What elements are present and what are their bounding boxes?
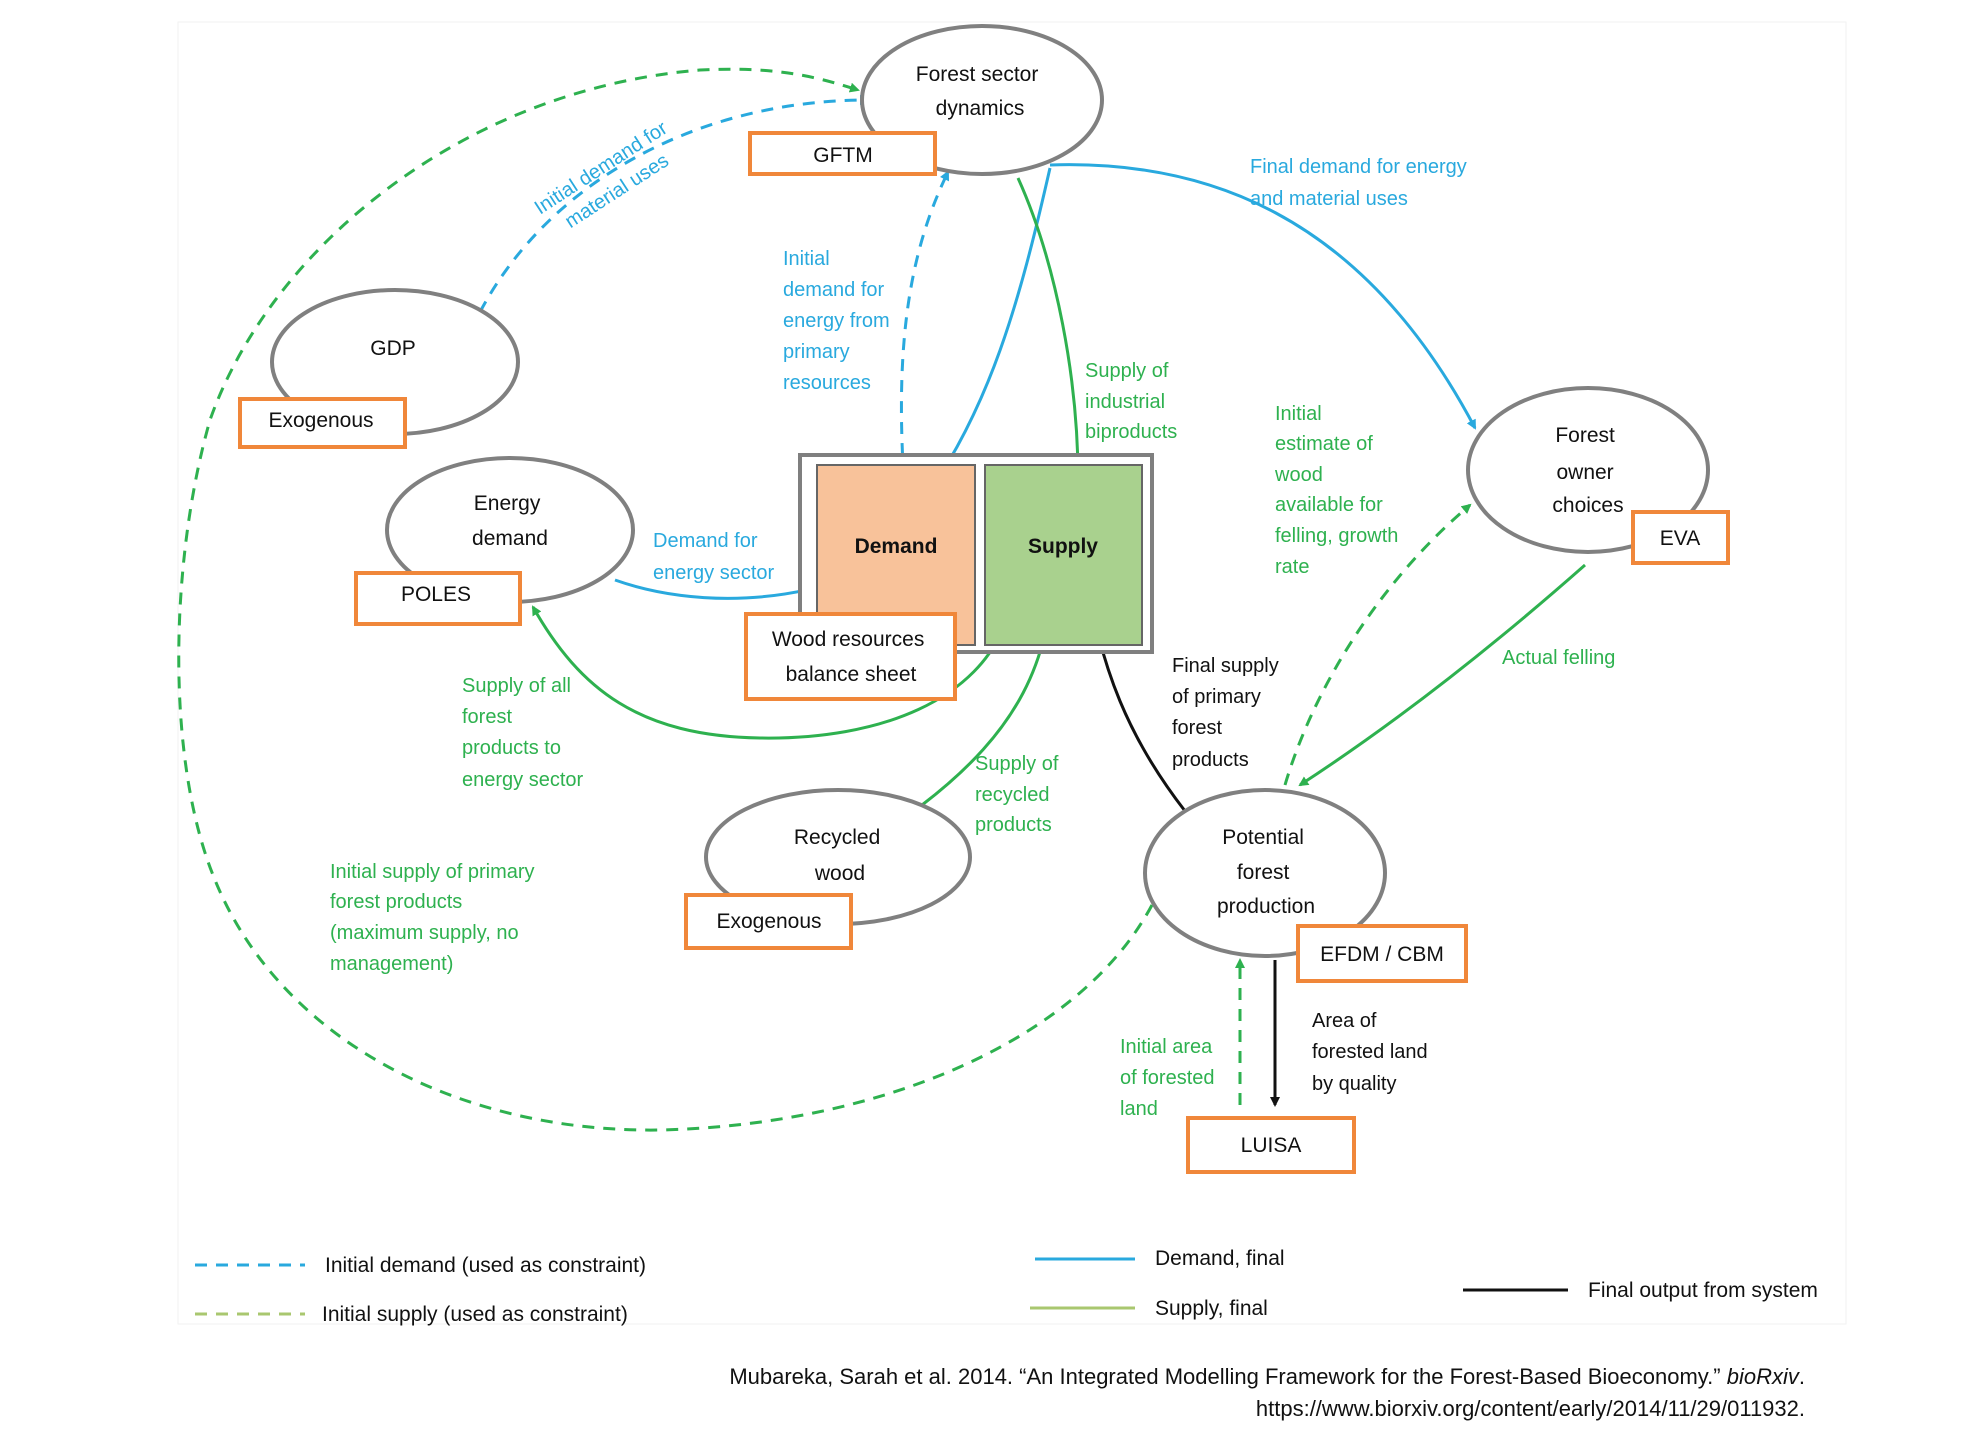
label-initial-area: Initial area of forested land xyxy=(1120,1036,1220,1120)
label-area-by-quality: Area of forested land by quality xyxy=(1312,1010,1433,1095)
citation-journal: bioRxiv xyxy=(1726,1364,1799,1389)
label-supply-recycled: Supply of recycled products xyxy=(975,753,1064,836)
balance-supply-label: Supply xyxy=(1028,535,1098,558)
box-wood-resources-balance-sheet xyxy=(744,612,957,701)
box-luisa xyxy=(1186,1116,1356,1174)
box-poles xyxy=(354,571,522,626)
label-demand-energy-sector: Demand for energy sector xyxy=(653,530,775,584)
box-label-eva: EVA xyxy=(1660,527,1700,550)
node-label-forest-sector: Forest sector dynamics xyxy=(916,63,1044,120)
node-label-energy-demand: Energy demand xyxy=(472,492,548,550)
diagram-frame xyxy=(177,21,1847,1325)
node-label-forest-owner: Forest owner choices xyxy=(1552,424,1623,517)
citation-end: . xyxy=(1798,1364,1805,1389)
box-label-exogenous-gdp: Exogenous xyxy=(268,409,373,432)
legend: Initial demand (used as constraint) Init… xyxy=(195,1247,1818,1326)
box-label-exogenous-recycled: Exogenous xyxy=(716,910,821,933)
box-label-efdm-cbm: EFDM / CBM xyxy=(1320,943,1444,966)
box-label-gftm: GFTM xyxy=(813,144,872,167)
legend-label-supply-final: Supply, final xyxy=(1155,1297,1268,1320)
node-potential-forest-production xyxy=(1143,788,1387,958)
edge-initial-demand-energy xyxy=(899,170,950,498)
label-final-demand-energy-material: Final demand for energy and material use… xyxy=(1250,156,1472,210)
legend-label-final-output: Final output from system xyxy=(1588,1279,1818,1302)
citation: Mubareka, Sarah et al. 2014. “An Integra… xyxy=(729,1361,1805,1425)
box-eva xyxy=(1631,510,1730,565)
edge-supply-industrial xyxy=(1016,177,1084,497)
legend-label-initial-demand: Initial demand (used as constraint) xyxy=(325,1254,646,1277)
label-initial-supply-primary: Initial supply of primary forest product… xyxy=(330,861,540,975)
node-label-gdp: GDP xyxy=(370,337,416,360)
box-efdm-cbm xyxy=(1296,924,1468,983)
edge-supply-all-forest xyxy=(531,605,1009,740)
legend-label-demand-final: Demand, final xyxy=(1155,1247,1285,1270)
box-exogenous-recycled xyxy=(684,893,853,950)
label-supply-all-forest: Supply of all forest products to energy … xyxy=(462,675,584,791)
citation-text: Mubareka, Sarah et al. 2014. “An Integra… xyxy=(729,1364,1727,1389)
box-gftm xyxy=(748,131,937,176)
box-label-wood-balance: Wood resources balance sheet xyxy=(772,628,930,686)
balance-supply-cell xyxy=(984,464,1143,646)
label-supply-industrial: Supply of industrial biproducts xyxy=(1085,360,1177,443)
node-label-recycled-wood: Recycled wood xyxy=(794,826,886,885)
label-initial-estimate: Initial estimate of wood available for f… xyxy=(1274,403,1404,578)
edge-initial-estimate xyxy=(1283,503,1472,786)
citation-url: https://www.biorxiv.org/content/early/20… xyxy=(1255,1396,1805,1421)
edge-actual-felling xyxy=(1298,563,1586,787)
label-final-supply-primary: Final supply of primary forest products xyxy=(1172,655,1284,771)
legend-label-initial-supply: Initial supply (used as constraint) xyxy=(322,1303,628,1326)
edge-final-demand-energy-material xyxy=(1049,163,1477,430)
citation-line-1: Mubareka, Sarah et al. 2014. “An Integra… xyxy=(729,1361,1805,1393)
label-actual-felling: Actual felling xyxy=(1502,647,1615,669)
balance-demand-label: Demand xyxy=(855,535,938,558)
edge-initial-supply-primary xyxy=(177,67,1154,1132)
box-label-poles: POLES xyxy=(401,583,471,606)
node-label-potential-forest: Potential forest production xyxy=(1217,826,1315,918)
box-label-luisa: LUISA xyxy=(1241,1134,1302,1157)
box-exogenous-gdp xyxy=(238,397,407,449)
label-initial-demand-energy: Initial demand for energy from primary r… xyxy=(783,248,895,394)
